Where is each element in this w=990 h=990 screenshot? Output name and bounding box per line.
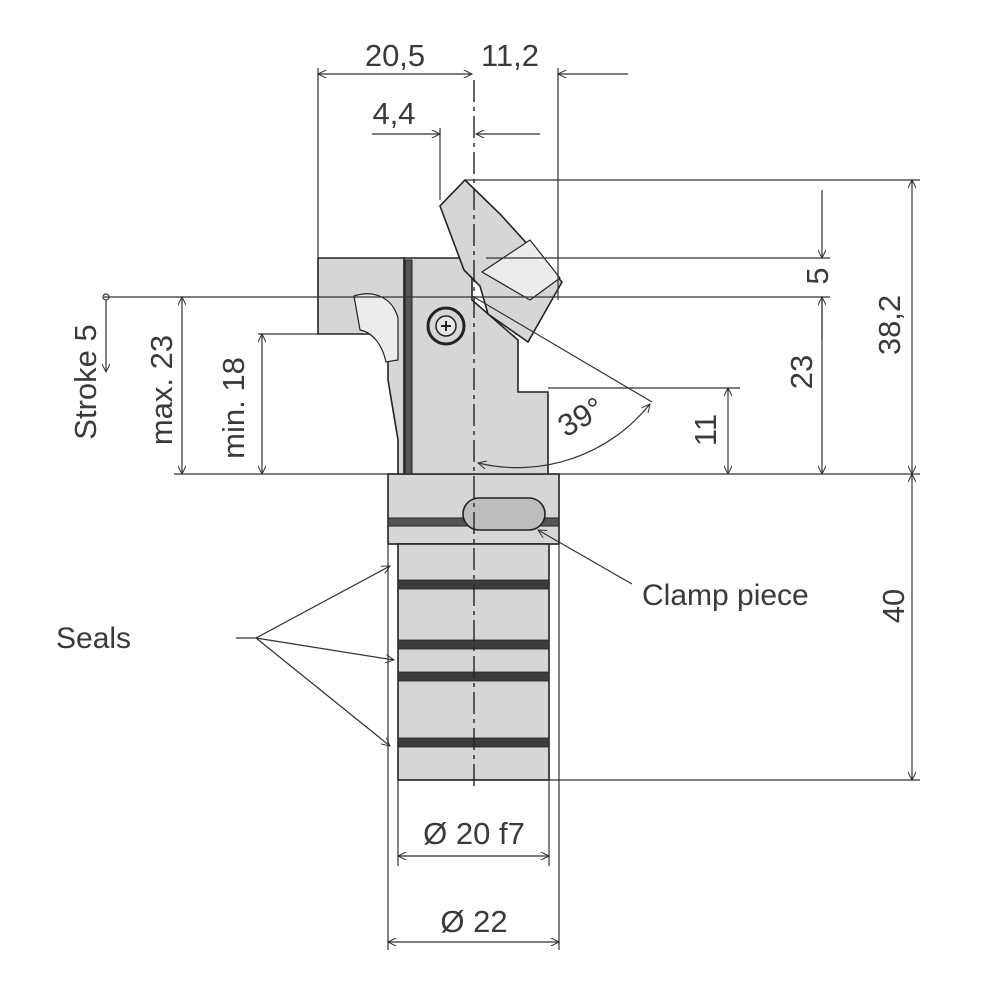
dim-diameter-22: Ø 22	[440, 904, 507, 939]
label-clamp-piece: Clamp piece	[642, 579, 809, 612]
clamp-part	[317, 178, 563, 781]
lever-face	[480, 239, 561, 301]
arm-stripe	[404, 259, 413, 475]
clamp-piece-slot	[462, 497, 546, 531]
screw-cross-icon	[441, 321, 451, 331]
dim-11-2: 11,2	[481, 38, 539, 73]
left-arm	[317, 257, 405, 475]
dim-23-right: 23	[784, 355, 819, 389]
dim-min-18: min. 18	[216, 357, 251, 459]
dim-38-2: 38,2	[872, 295, 907, 355]
dim-diameter-20: Ø 20 f7	[423, 816, 525, 851]
dimension-lines	[103, 68, 920, 950]
dim-11: 11	[688, 414, 723, 446]
dim-5: 5	[800, 267, 835, 284]
dim-20-5: 20,5	[365, 38, 425, 73]
arm-hook	[353, 293, 399, 363]
dim-4-4: 4,4	[372, 96, 415, 131]
callout-labels: Seals Clamp piece	[56, 579, 809, 655]
dim-max-23: max. 23	[144, 335, 179, 445]
label-seals: Seals	[56, 622, 131, 655]
dim-angle: 39°	[552, 390, 610, 444]
dim-40: 40	[876, 589, 911, 623]
dim-stroke: Stroke 5	[68, 324, 103, 439]
